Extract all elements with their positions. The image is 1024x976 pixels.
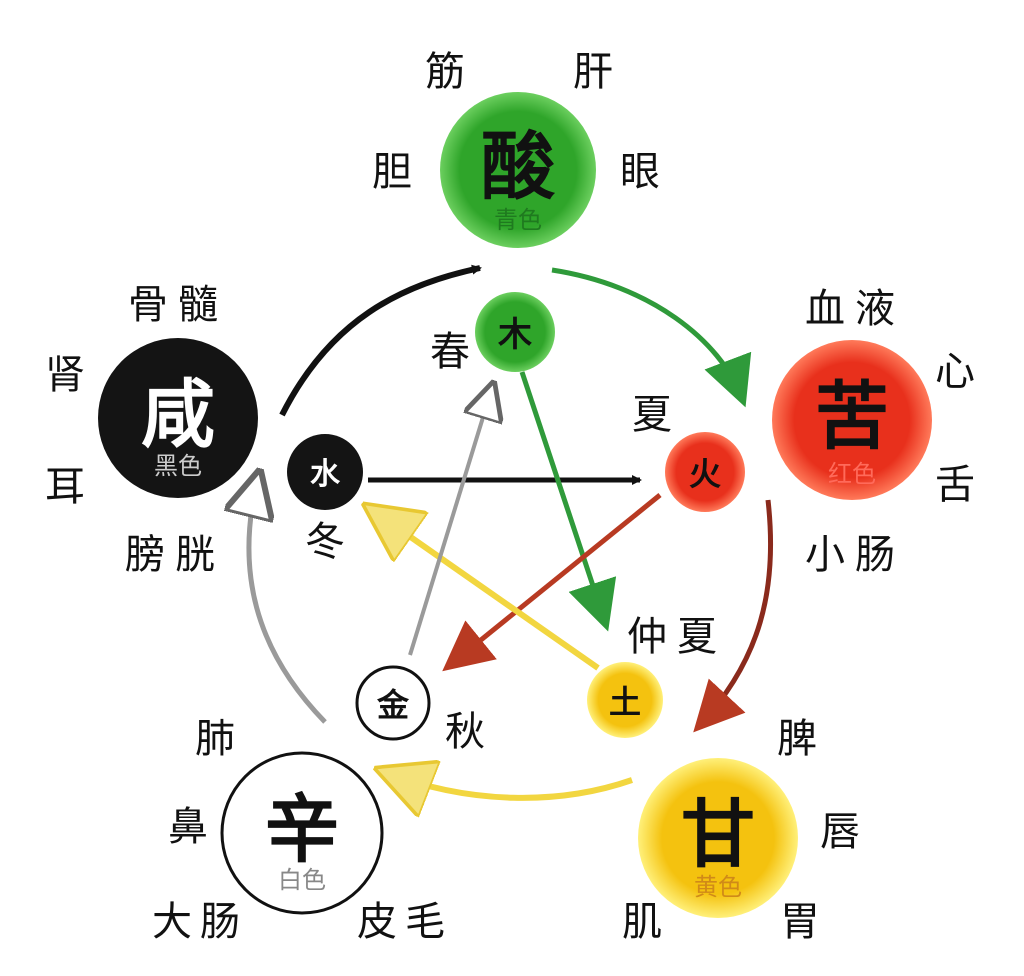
water-element-circle [287, 434, 363, 510]
earth-season: 仲夏 [627, 614, 727, 660]
earth-organ-muscle: 肌 [622, 899, 662, 945]
metal-taste-circle [220, 751, 384, 915]
fire-color-label: 红色 [828, 460, 876, 488]
fire-element-circle [665, 432, 745, 512]
metal-color-label: 白色 [278, 866, 326, 894]
wood-organ-gallbladder: 胆 [372, 149, 412, 195]
fire-element: 火 [689, 455, 721, 493]
earth-color-label: 黄色 [694, 873, 742, 901]
earth-taste-circle [638, 758, 798, 918]
metal-organ-large-intestine: 大肠 [152, 899, 248, 945]
arrow-earth-to-metal [385, 772, 633, 798]
water-organ-kidney: 肾 [45, 352, 85, 398]
wood-organ-tendon: 筋 [425, 49, 465, 95]
water-organ-bone-marrow: 骨髓 [128, 282, 228, 328]
water-organ-bladder: 膀胱 [125, 532, 225, 578]
fire-organ-small-intestine: 小肠 [805, 532, 905, 578]
earth-group: 甘 黄色 土 仲夏 脾 唇 胃 肌 [587, 614, 860, 945]
earth-organ-stomach: 胃 [780, 899, 820, 945]
arrow-fire-to-metal [442, 493, 662, 672]
earth-element: 土 [609, 683, 641, 721]
fire-organ-blood: 血液 [805, 286, 905, 332]
metal-group: 辛 白色 金 秋 肺 鼻 大肠 皮毛 [152, 665, 485, 945]
water-taste: 咸 [141, 372, 215, 458]
fire-group: 苦 红色 火 夏 血液 心 舌 小肠 [632, 286, 975, 578]
arrow-metal-to-wood [408, 388, 492, 656]
wood-taste: 酸 [481, 124, 556, 210]
wood-organ-eye: 眼 [620, 149, 660, 195]
arrow-wood-to-fire [551, 267, 752, 408]
water-element: 水 [310, 457, 341, 492]
earth-taste: 甘 [681, 792, 755, 878]
fire-season: 夏 [632, 392, 672, 438]
metal-organ-skin-hair: 皮毛 [357, 899, 453, 945]
water-taste-circle [98, 338, 258, 498]
wood-group: 酸 青色 木 春 筋 肝 胆 眼 [372, 49, 660, 375]
metal-season: 秋 [445, 709, 485, 755]
wood-element: 木 [497, 315, 532, 355]
water-group: 咸 黑色 水 冬 骨髓 肾 耳 膀胱 [45, 282, 363, 578]
arrow-earth-to-water [372, 510, 600, 671]
metal-organ-nose: 鼻 [168, 804, 208, 850]
wood-organ-liver: 肝 [573, 49, 613, 95]
arrow-fire-to-earth [693, 499, 774, 733]
earth-element-circle [587, 662, 663, 738]
metal-element-circle [355, 665, 431, 741]
earth-organ-spleen: 脾 [777, 716, 817, 762]
arrow-water-to-wood [279, 264, 482, 417]
wood-color-label: 青色 [494, 206, 542, 234]
metal-taste: 辛 [265, 787, 339, 873]
metal-element: 金 [376, 686, 410, 724]
fire-taste-circle [772, 340, 932, 500]
fire-taste: 苦 [815, 374, 889, 460]
wood-taste-circle [440, 92, 596, 248]
arrow-metal-to-water [249, 478, 327, 724]
metal-organ-lung: 肺 [195, 716, 235, 762]
wood-season: 春 [430, 329, 470, 375]
fire-organ-heart: 心 [935, 349, 975, 395]
fire-organ-tongue: 舌 [935, 462, 975, 508]
earth-organ-lips: 唇 [820, 809, 860, 855]
wood-element-circle [475, 292, 555, 372]
water-color-label: 黑色 [154, 452, 202, 480]
arrow-wood-to-earth [519, 371, 617, 632]
water-organ-ear: 耳 [45, 464, 85, 510]
water-season: 冬 [305, 519, 345, 565]
